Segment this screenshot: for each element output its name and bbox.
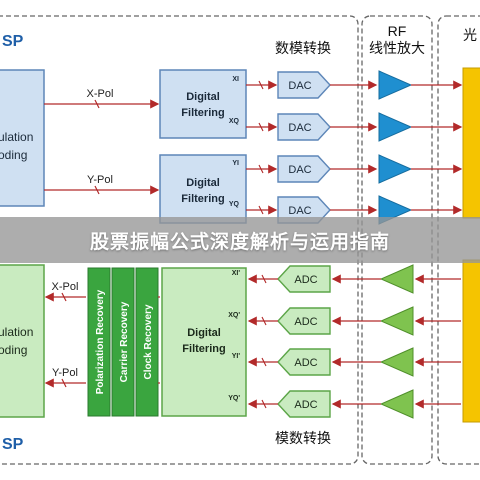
- rx-adc-block: [277, 307, 331, 335]
- rx-xpol-link: X-Pol: [44, 281, 86, 302]
- tx-xpol-link: X-Pol: [44, 88, 160, 109]
- tx-arrow-slash: [258, 80, 264, 90]
- tx-ypol-label: Y-Pol: [87, 174, 113, 186]
- tx-filter-x-line2: Filtering: [181, 107, 224, 119]
- dsp-bottom-label: SP: [2, 436, 24, 453]
- rx-channel-rows: ADC XI' ADC XQ' ADC YI' ADC YQ': [228, 264, 461, 419]
- tx-filter-x-line1: Digital: [186, 91, 220, 103]
- tx-dac-block: [277, 71, 331, 99]
- tx-rf-amplifier: [378, 154, 413, 184]
- rx-recovery-label: Clock Recovery: [143, 304, 154, 379]
- rx-recovery-block: Clock Recovery: [135, 267, 159, 417]
- rx-rf-amplifier: [379, 389, 414, 419]
- rx-arrow-slash: [261, 357, 267, 367]
- rx-channel-row: ADC YQ': [228, 389, 461, 419]
- tx-arrow-slash: [258, 164, 264, 174]
- rx-adc-block: [277, 390, 331, 418]
- rx-port-label: YI': [232, 353, 241, 360]
- rx-modulation-block: ulation oding: [0, 264, 45, 418]
- rx-rf-amplifier: [379, 306, 414, 336]
- tx-dac-label: DAC: [288, 164, 311, 176]
- tx-modulation-block: ulation oding: [0, 69, 45, 207]
- tx-xpol-label: X-Pol: [87, 88, 114, 100]
- tx-modulation-line2: oding: [0, 148, 27, 162]
- rx-arrow-slash: [261, 274, 267, 284]
- dsp-top-label: SP: [2, 33, 24, 50]
- tx-ypol-link: Y-Pol: [44, 174, 160, 195]
- rx-xpol-label: X-Pol: [52, 281, 79, 293]
- tx-port-label: XQ: [229, 118, 240, 125]
- rx-channel-row: ADC YI': [232, 347, 461, 377]
- rx-ypol-label: Y-Pol: [52, 367, 78, 379]
- rx-modulation-line1: ulation: [0, 325, 33, 339]
- optical-tx-block: [462, 67, 480, 219]
- rx-adc-label: ADC: [294, 357, 317, 369]
- rf-title: RF: [388, 23, 407, 39]
- rx-rf-amplifier: [379, 264, 414, 294]
- tx-modulation-line1: ulation: [0, 130, 33, 144]
- tx-port-label: YQ: [229, 201, 240, 208]
- tx-rf-amplifier: [378, 70, 413, 100]
- tx-channel-row: XQ DAC: [229, 112, 463, 142]
- rx-adc-block: [277, 348, 331, 376]
- rx-adc-block: [277, 265, 331, 293]
- rx-modulation-line2: oding: [0, 343, 27, 357]
- tx-channel-row: XI DAC: [232, 70, 463, 100]
- rx-filter-line1: Digital: [187, 327, 221, 339]
- tx-arrow-slash: [258, 122, 264, 132]
- tx-arrow-slash: [258, 205, 264, 215]
- rx-digital-filter: Digital Filtering: [161, 267, 247, 417]
- rx-rf-amplifier: [379, 347, 414, 377]
- tx-filter-y-line2: Filtering: [181, 193, 224, 205]
- rx-recovery-block: Carrier Recovery: [111, 267, 135, 417]
- tx-rf-amplifier: [378, 112, 413, 142]
- rx-recovery-label: Carrier Recovery: [119, 301, 130, 382]
- rx-channel-row: ADC XQ': [228, 306, 461, 336]
- dac-section-title: 数模转换: [275, 40, 331, 56]
- rx-port-label: XQ': [228, 312, 240, 319]
- rx-filter-line2: Filtering: [182, 343, 225, 355]
- tx-dac-block: [277, 155, 331, 183]
- optical-title: 光: [463, 27, 477, 43]
- rx-arrow-slash: [261, 316, 267, 326]
- tx-dac-label: DAC: [288, 80, 311, 92]
- rx-arrow-slash: [261, 399, 267, 409]
- rx-adc-label: ADC: [294, 274, 317, 286]
- title-banner: 股票振幅公式深度解析与运用指南: [0, 217, 480, 263]
- banner-title: 股票振幅公式深度解析与运用指南: [89, 230, 390, 253]
- rx-recovery-block: Polarization Recovery: [87, 267, 111, 417]
- rx-recovery-label: Polarization Recovery: [95, 289, 106, 394]
- rx-port-label: YQ': [228, 395, 240, 402]
- rx-port-label: XI': [232, 270, 241, 277]
- tx-dac-label: DAC: [288, 205, 311, 217]
- tx-channel-rows: XI DAC XQ DAC YI DAC YQ DAC: [229, 70, 463, 225]
- tx-dac-block: [277, 113, 331, 141]
- rx-adc-label: ADC: [294, 316, 317, 328]
- tx-filter-y-line1: Digital: [186, 177, 220, 189]
- rx-recovery-blocks: Polarization Recovery Carrier Recovery Clo…: [87, 267, 160, 417]
- rx-adc-label: ADC: [294, 399, 317, 411]
- adc-section-title: 模数转换: [275, 430, 331, 446]
- tx-digital-filter-x: Digital Filtering: [159, 69, 247, 139]
- optical-frame: [437, 15, 480, 465]
- tx-channel-row: YI DAC: [232, 154, 463, 184]
- tx-port-label: XI: [232, 76, 239, 83]
- tx-port-label: YI: [232, 160, 239, 167]
- rx-channel-row: ADC XI': [232, 264, 461, 294]
- rf-subtitle: 线性放大: [369, 40, 425, 56]
- tx-dac-label: DAC: [288, 122, 311, 134]
- optical-rx-block: [462, 259, 480, 423]
- rx-ypol-link: Y-Pol: [44, 367, 86, 388]
